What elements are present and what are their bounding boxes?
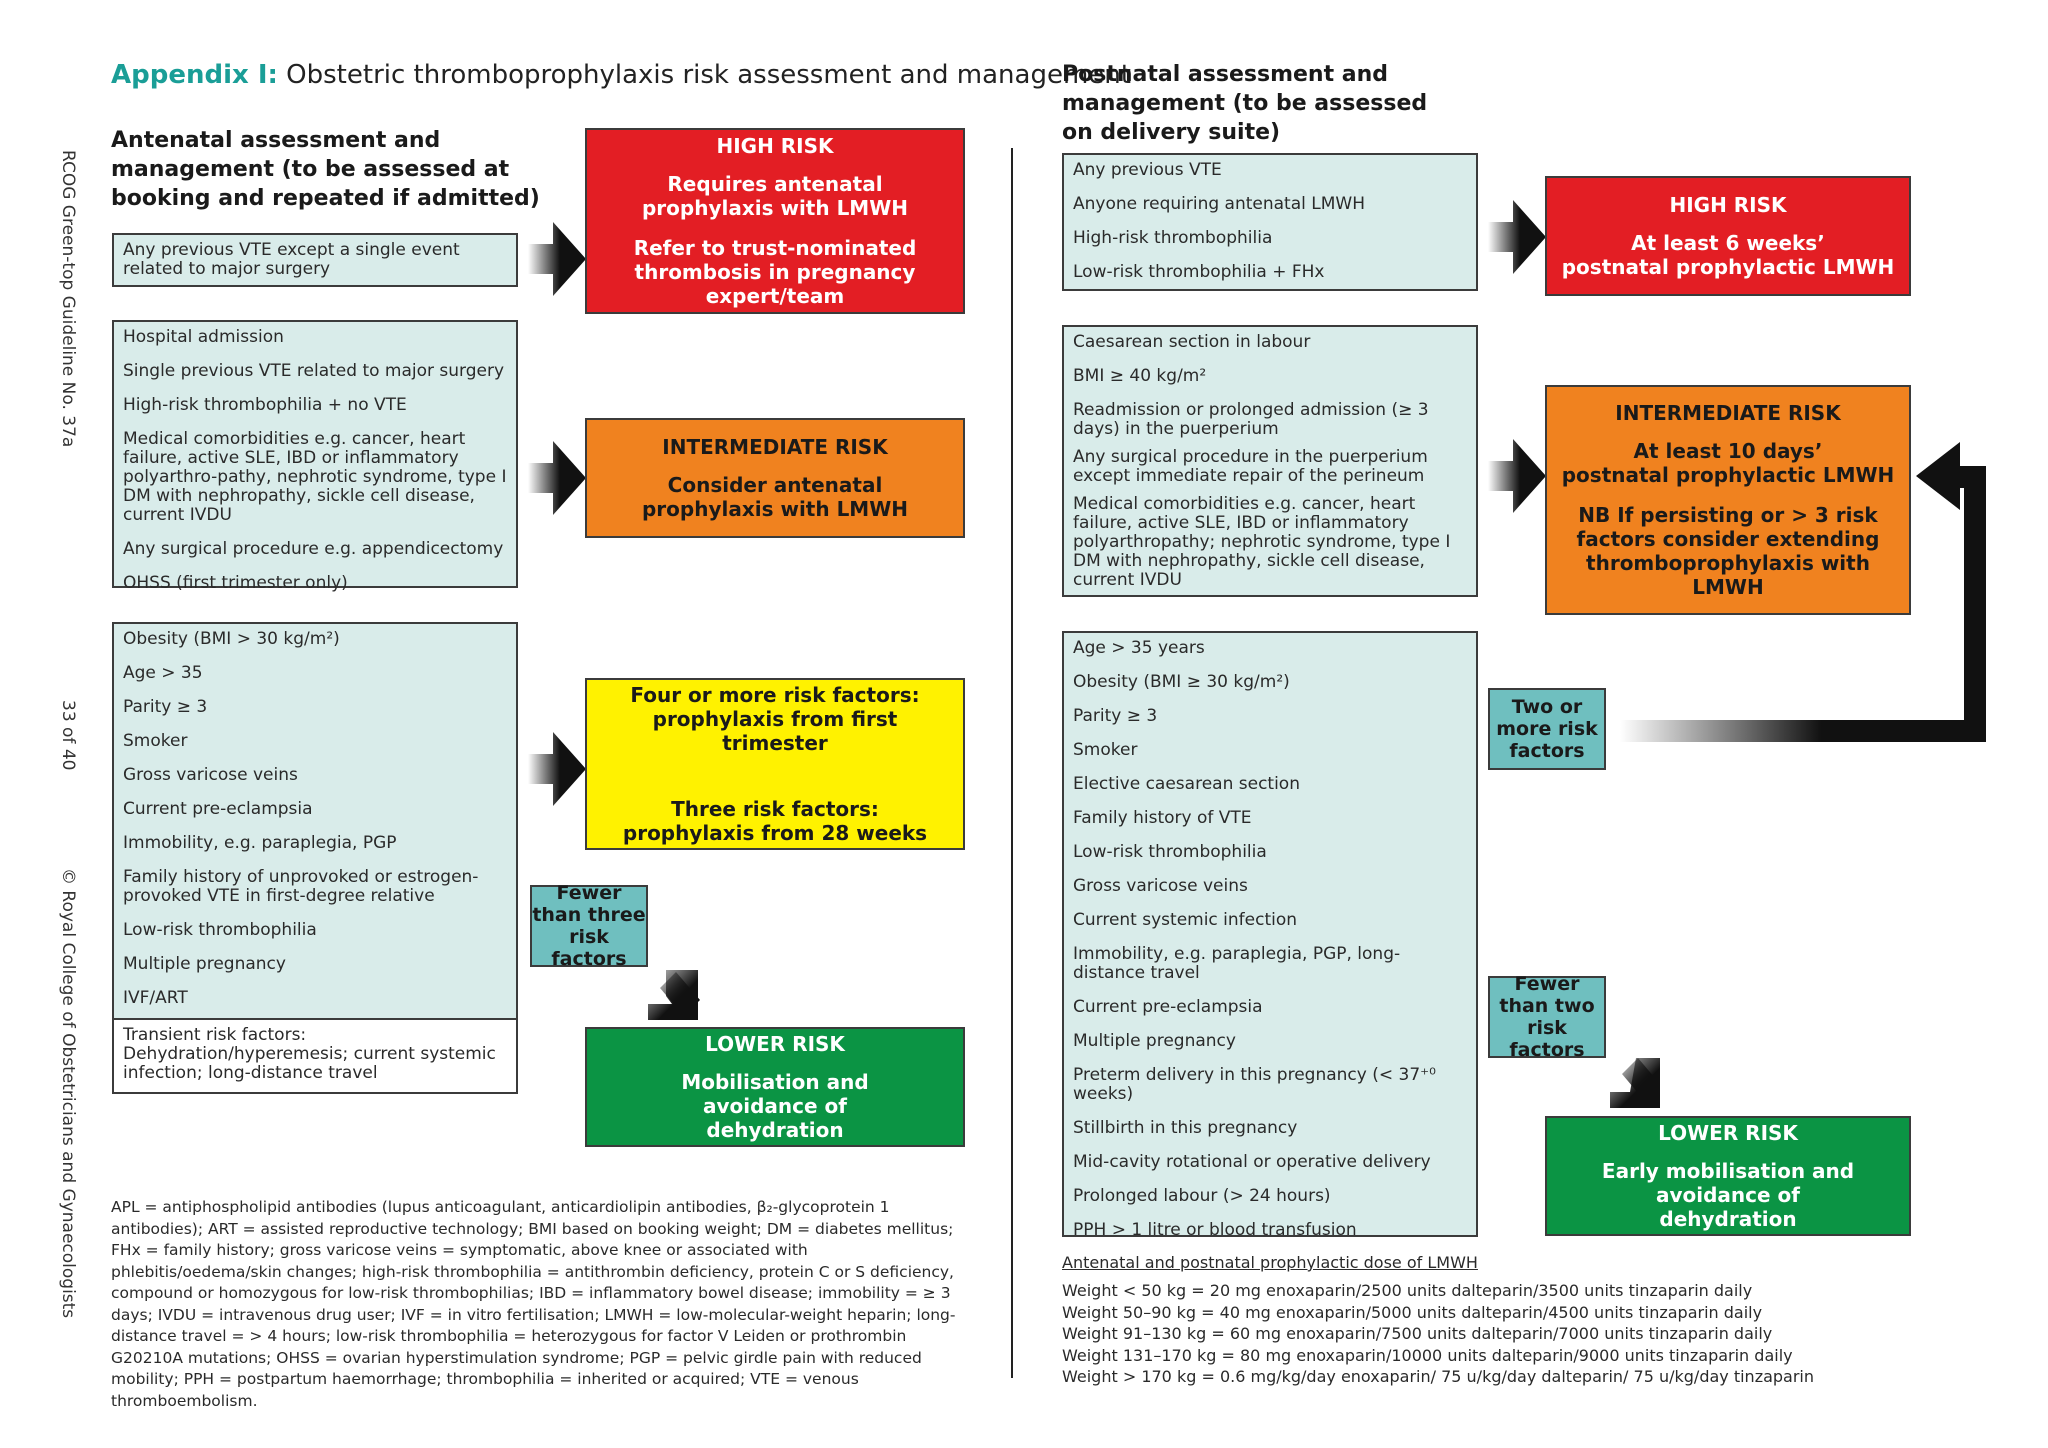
list-item: Obesity (BMI > 30 kg/m²) [123,629,340,649]
list-item: Low-risk thrombophilia [1073,842,1267,862]
list-item: Family history of unprovoked or estrogen… [123,867,479,906]
postnatal-high-risk-box: HIGH RISK At least 6 weeks’ postnatal pr… [1545,176,1911,296]
abbreviations-footnote: APL = antiphospholipid antibodies (lupus… [111,1198,956,1410]
antenatal-fewer-label: Fewer than three risk factors [530,882,648,970]
dose-list: Weight < 50 kg = 20 mg enoxaparin/2500 u… [1062,1280,1962,1388]
arrow-postnatal-intermediate [1488,439,1546,513]
list-item: Multiple pregnancy [123,954,286,974]
postnatal-high-risk-list: Any previous VTE Anyone requiring antena… [1062,153,1478,291]
antenatal-risk-factors-box: Four or more risk factors: prophylaxis f… [585,678,965,850]
postnatal-risk-factor-list: Age > 35 years Obesity (BMI ≥ 30 kg/m²) … [1062,631,1478,1240]
list-item: Current systemic infection [1073,910,1298,930]
risk-heading: INTERMEDIATE RISK [662,435,888,459]
list-item: Immobility, e.g. paraplegia, PGP, long-d… [1073,944,1401,983]
list-item: Any surgical procedure e.g. appendicecto… [123,539,504,559]
list-item: Hospital admission [123,327,284,347]
list-item: Low-risk thrombophilia [123,920,317,940]
arrow-antenatal-high [528,222,586,296]
antenatal-high-risk-box: HIGH RISK Requires antenatal prophylaxis… [585,128,965,314]
list-item: Smoker [1073,740,1138,760]
antenatal-intermediate-list: Hospital admission Single previous VTE r… [112,320,518,593]
risk-heading: INTERMEDIATE RISK [1615,401,1841,425]
postnatal-intermediate-list: Caesarean section in labour BMI ≥ 40 kg/… [1062,325,1478,597]
list-item: Medical comorbidities e.g. cancer, heart… [1073,494,1451,590]
antenatal-high-risk-list: Any previous VTE except a single event r… [112,233,518,287]
antenatal-risk-factor-list: Obesity (BMI > 30 kg/m²) Age > 35 Parity… [112,622,518,1020]
arrow-to-intermediate [1916,442,1986,510]
list-item: Anyone requiring antenatal LMWH [1073,194,1365,214]
postnatal-fewer-label: Fewer than two risk factors [1488,973,1606,1061]
dose-line: Weight 50–90 kg = 40 mg enoxaparin/5000 … [1062,1302,1763,1322]
list-item: IVF/ART [123,988,188,1008]
list-item: Elective caesarean section [1073,774,1300,794]
title-text: Obstetric thromboprophylaxis risk assess… [286,60,1131,90]
list-item: Family history of VTE [1073,808,1252,828]
list-item: Stillbirth in this pregnancy [1073,1118,1298,1138]
list-item: Age > 35 years [1073,638,1205,658]
list-item: Readmission or prolonged admission (≥ 3 … [1073,400,1429,439]
risk-heading: HIGH RISK [1669,193,1787,217]
dose-line: Weight 91–130 kg = 60 mg enoxaparin/7500… [1062,1324,1773,1343]
connector-two-or-more [1620,720,1986,742]
list-item: BMI ≥ 40 kg/m² [1073,366,1207,386]
postnatal-intermediate-risk-box: INTERMEDIATE RISK At least 10 days’ post… [1545,385,1911,615]
arrow-antenatal-factors [528,732,586,806]
list-item: Multiple pregnancy [1073,1031,1236,1051]
list-item: Caesarean section in labour [1073,332,1311,352]
list-item: High-risk thrombophilia + no VTE [123,395,407,415]
arrow-antenatal-lower [648,970,700,1020]
list-item: Medical comorbidities e.g. cancer, heart… [123,429,507,525]
dose-line: Weight 131–170 kg = 80 mg enoxaparin/100… [1062,1345,1793,1365]
list-item: Single previous VTE related to major sur… [123,361,505,381]
list-item: Any previous VTE except a single event r… [123,240,460,279]
list-item: Preterm delivery in this pregnancy (< 37… [1073,1065,1436,1104]
risk-heading: LOWER RISK [705,1032,845,1056]
list-item: Current pre-eclampsia [1073,997,1263,1017]
arrow-antenatal-intermediate [528,441,586,515]
antenatal-transient-factors: Transient risk factors: Dehydration/hype… [112,1018,518,1094]
list-item: Immobility, e.g. paraplegia, PGP [123,833,397,853]
list-item: Smoker [123,731,188,751]
dose-line: Weight > 170 kg = 0.6 mg/kg/day enoxapar… [1062,1367,1815,1386]
list-item: Prolonged labour (> 24 hours) [1073,1186,1331,1206]
list-item: High-risk thrombophilia [1073,228,1273,248]
dose-title: Antenatal and postnatal prophylactic dos… [1062,1253,1478,1272]
antenatal-lower-risk-box: LOWER RISK Mobilisation and avoidance of… [585,1027,965,1147]
antenatal-intermediate-risk-box: INTERMEDIATE RISK Consider antenatal pro… [585,418,965,538]
list-item: Any previous VTE [1073,160,1222,180]
title-accent: Appendix I: [111,60,278,90]
list-item: Any surgical procedure in the puerperium… [1073,447,1428,486]
list-item: Gross varicose veins [1073,876,1248,896]
page-title: Appendix I: Obstetric thromboprophylaxis… [111,60,1131,90]
postnatal-heading: Postnatal assessment and management (to … [1062,62,1428,145]
list-item: OHSS (first trimester only) [123,573,348,593]
arrow-postnatal-lower [1610,1058,1660,1108]
postnatal-two-or-more-label: Two or more risk factors [1488,688,1606,770]
list-item: Parity ≥ 3 [1073,706,1158,726]
list-item: Age > 35 [123,663,203,683]
risk-heading: HIGH RISK [716,134,834,158]
antenatal-heading: Antenatal assessment and management (to … [111,128,540,211]
list-item: PPH > 1 litre or blood transfusion [1073,1220,1357,1240]
list-item: Obesity (BMI ≥ 30 kg/m²) [1073,672,1290,692]
list-item: Current pre-eclampsia [123,799,313,819]
risk-heading: LOWER RISK [1658,1121,1798,1145]
arrow-postnatal-high [1488,200,1546,274]
list-item: Low-risk thrombophilia + FHx [1073,262,1325,282]
list-item: Gross varicose veins [123,765,298,785]
list-item: Parity ≥ 3 [123,697,208,717]
dose-line: Weight < 50 kg = 20 mg enoxaparin/2500 u… [1062,1281,1753,1300]
postnatal-lower-risk-box: LOWER RISK Early mobilisation and avoida… [1545,1116,1911,1236]
list-item: Mid-cavity rotational or operative deliv… [1073,1152,1431,1172]
